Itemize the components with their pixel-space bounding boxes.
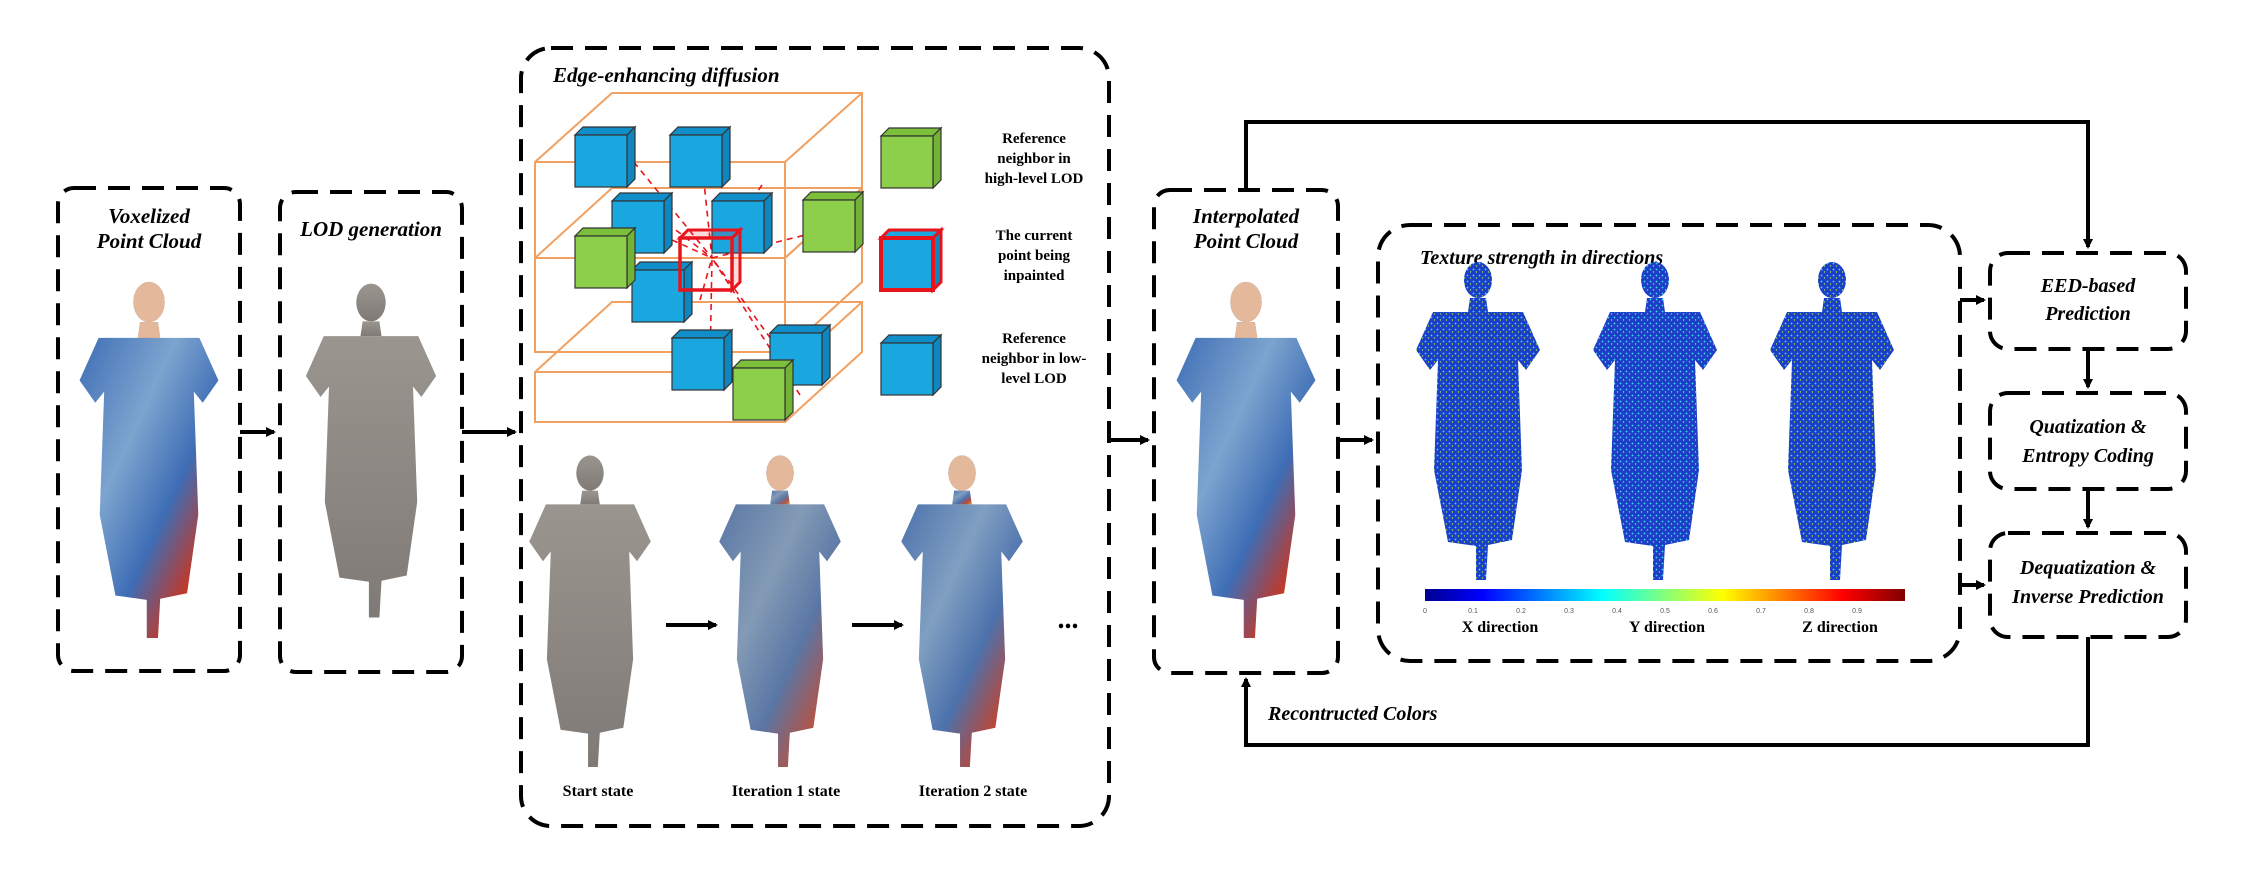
- arrow-feedback-reconstructed: [1241, 637, 2090, 747]
- iteration2-label: Iteration 2 state: [919, 783, 1027, 800]
- quantization-box: [1988, 391, 2188, 491]
- quantization-line2: Entropy Coding: [2021, 445, 2154, 467]
- quantization-stage: Quatization & Entropy Coding: [1988, 391, 2188, 491]
- colorbar-tick-label: 0: [1423, 608, 1427, 615]
- prediction-stage: EED-based Prediction: [1988, 251, 2188, 351]
- iteration1-figure-image: [719, 455, 841, 767]
- legend-blue-cube-icon: [879, 333, 943, 397]
- dequantization-line1: Dequatization &: [2019, 557, 2157, 579]
- blue-cube: [670, 328, 734, 392]
- flow-arrows: [240, 120, 2093, 747]
- start-state-label: Start state: [563, 783, 634, 800]
- legend-current-line2: point being: [998, 248, 1071, 264]
- green-cube: [731, 358, 795, 422]
- lod-figure-image: [305, 283, 437, 618]
- legend-current-line3: inpainted: [1004, 268, 1066, 284]
- prediction-box: [1988, 251, 2188, 351]
- legend-low-line2: neighbor in low-: [982, 351, 1087, 367]
- voxelized-figure-image: [79, 281, 219, 638]
- legend-low-line3: level LOD: [1001, 371, 1067, 387]
- voxelized-label-line2: Point Cloud: [96, 229, 202, 253]
- colorbar-tick-label: 0.7: [1756, 608, 1766, 615]
- dequantization-stage: Dequatization & Inverse Prediction: [1988, 531, 2188, 639]
- x-direction-heatmap-image: [1416, 262, 1540, 580]
- colorbar-tick-label: 0.3: [1564, 608, 1574, 615]
- colorbar-tick-label: 0.6: [1708, 608, 1718, 615]
- current-point-cube: [676, 226, 744, 294]
- interpolated-stage: Interpolated Point Cloud: [1152, 188, 1340, 675]
- colorbar-tick-label: 0.2: [1516, 608, 1526, 615]
- voxelized-box: [56, 186, 242, 673]
- texture-title: Texture strength in directions: [1420, 247, 1663, 269]
- legend-red-cube-icon: [877, 226, 945, 294]
- lod-box: [278, 190, 464, 674]
- legend-green-cube-icon: [879, 126, 943, 190]
- lod-grid-layers: [534, 92, 863, 423]
- feedback-label: Recontructed Colors: [1267, 703, 1438, 725]
- green-cube: [801, 190, 865, 254]
- texture-box: [1376, 223, 1962, 663]
- start-state-figure-image: [529, 455, 651, 767]
- legend-high-line2: neighbor in: [997, 151, 1071, 167]
- legend-low-line1: Reference: [1002, 331, 1066, 347]
- iteration1-label: Iteration 1 state: [732, 783, 840, 800]
- eed-box: [519, 46, 1111, 828]
- voxelized-stage: Voxelized Point Cloud: [56, 186, 242, 673]
- interpolated-label-line1: Interpolated: [1192, 204, 1300, 228]
- lod-label: LOD generation: [299, 217, 442, 241]
- y-direction-heatmap-image: [1593, 262, 1717, 580]
- blue-cubes: [573, 125, 832, 392]
- interpolated-figure-image: [1176, 281, 1316, 638]
- green-cube: [573, 226, 637, 290]
- quantization-line1: Quatization &: [2029, 416, 2147, 438]
- blue-cube: [630, 260, 694, 324]
- z-direction-heatmap-image: [1770, 262, 1894, 580]
- colorbar-tick-label: 0.8: [1804, 608, 1814, 615]
- eed-stage: Edge-enhancing diffusion: [519, 46, 1111, 828]
- legend-high-line3: high-level LOD: [985, 171, 1084, 187]
- x-direction-label: X direction: [1462, 619, 1539, 636]
- legend-current-line1: The current: [996, 228, 1073, 244]
- legend-high-line1: Reference: [1002, 131, 1066, 147]
- iteration2-figure-image: [901, 455, 1023, 767]
- eed-title: Edge-enhancing diffusion: [552, 63, 780, 87]
- prediction-line1: EED-based: [2040, 275, 2136, 297]
- colorbar-ticks: 0 0.1 0.2 0.3 0.4 0.5 0.6 0.7 0.8 0.9: [1423, 608, 1862, 615]
- green-cubes: [573, 190, 865, 422]
- blue-cube: [573, 125, 637, 189]
- colorbar: [1425, 589, 1905, 601]
- lod-stage: LOD generation: [278, 190, 464, 674]
- eed-legend: Reference neighbor in high-level LOD The…: [877, 126, 1087, 397]
- blue-cube: [610, 191, 674, 255]
- z-direction-label: Z direction: [1802, 619, 1878, 636]
- blue-cube: [668, 125, 732, 189]
- texture-stage: Texture strength in directions 0 0.1 0.2 0.…: [1376, 223, 1962, 663]
- prediction-line2: Prediction: [2044, 303, 2131, 325]
- colorbar-tick-label: 0.1: [1468, 608, 1478, 615]
- blue-cube: [710, 191, 774, 255]
- dequantization-box: [1988, 531, 2188, 639]
- ellipsis: ...: [1058, 604, 1079, 635]
- voxelized-label-line1: Voxelized: [108, 204, 190, 228]
- arrow-interpolated-top-to-prediction: [1244, 120, 2093, 249]
- dequantization-line2: Inverse Prediction: [2011, 586, 2164, 608]
- interpolated-label-line2: Point Cloud: [1193, 229, 1299, 253]
- y-direction-label: Y direction: [1629, 619, 1705, 636]
- colorbar-tick-label: 0.9: [1852, 608, 1862, 615]
- colorbar-tick-label: 0.4: [1612, 608, 1622, 615]
- colorbar-tick-label: 0.5: [1660, 608, 1670, 615]
